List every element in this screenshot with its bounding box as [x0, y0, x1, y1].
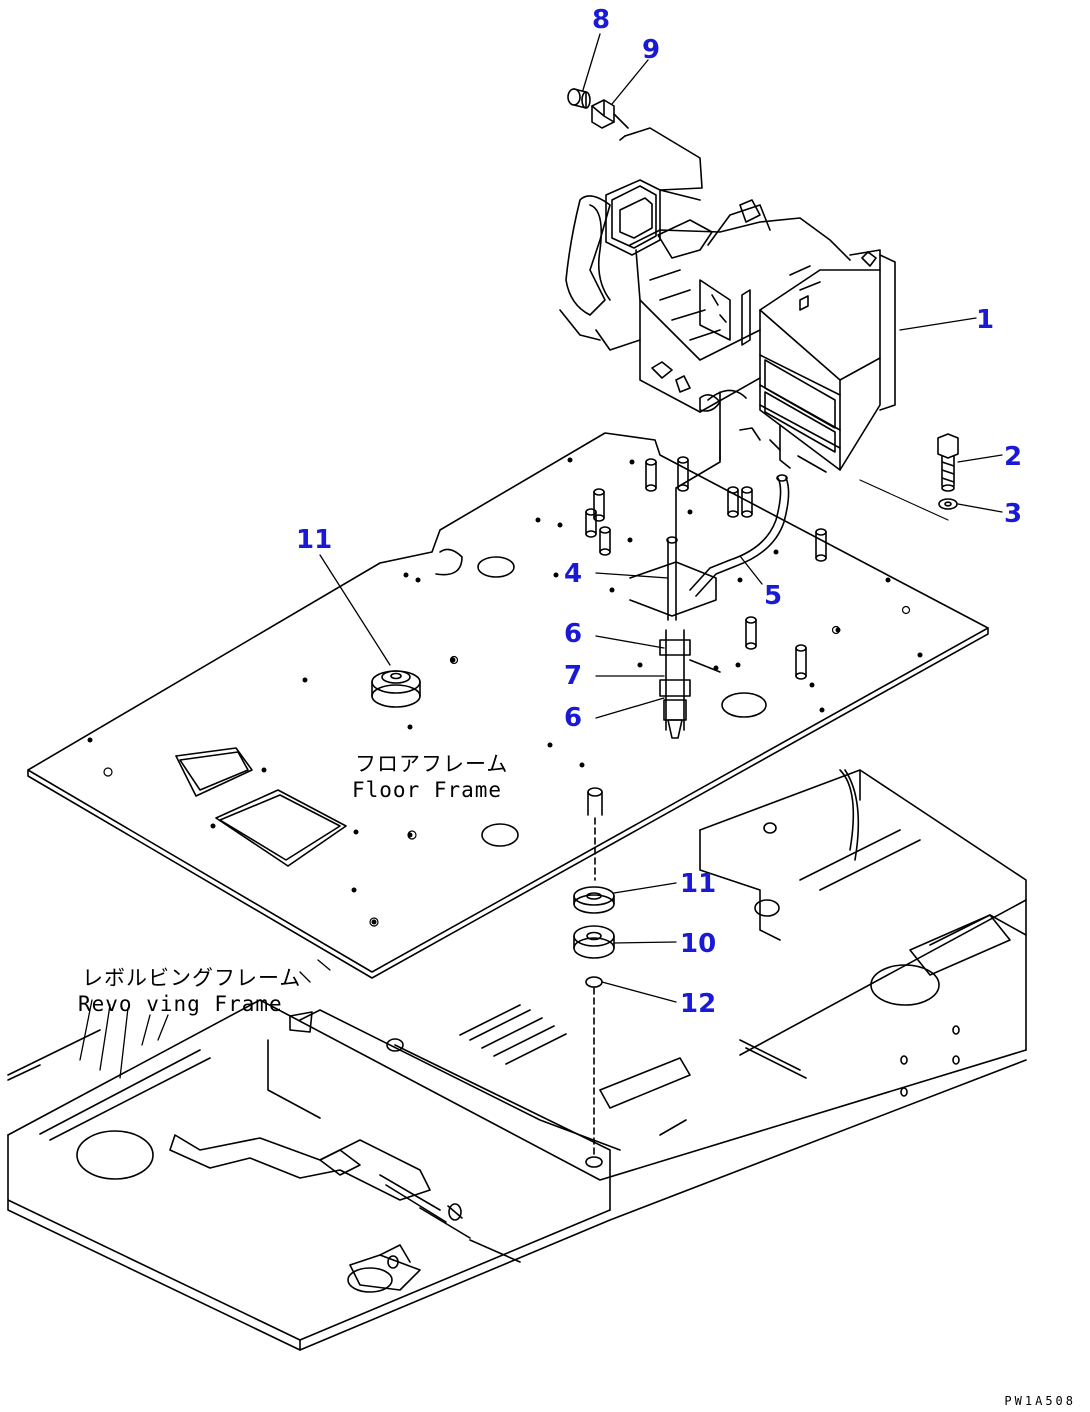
callout-7: 7 [564, 661, 582, 691]
floor-standoffs [585, 456, 827, 680]
drain-valve-assembly [659, 629, 721, 739]
callout-6b: 6 [564, 703, 582, 733]
drawing-code: PW1A508 [1004, 1394, 1076, 1408]
revolving-frame-label-jp: レボルビングフレーム [82, 966, 302, 990]
callout-8: 8 [592, 5, 610, 35]
callout-numbers: 8 9 1 2 3 11 4 5 6 7 6 11 10 12 [296, 5, 1022, 1019]
bolt-guide-line [859, 479, 949, 521]
part-9-nut [591, 99, 629, 129]
revolving-frame-label-en: Revo ving Frame [78, 992, 283, 1016]
callout-11b: 11 [680, 869, 716, 899]
callout-6a: 6 [564, 619, 582, 649]
air-conditioner-unit [559, 127, 896, 471]
part-3-washer [938, 498, 958, 510]
floor-frame-plate [27, 432, 989, 979]
part-8-cap [567, 88, 591, 109]
callout-9: 9 [642, 35, 660, 65]
part-2-bolt [937, 433, 959, 492]
callout-3: 3 [1004, 499, 1022, 529]
revolving-frame [7, 769, 1027, 1351]
callout-4: 4 [564, 559, 582, 589]
callout-1: 1 [976, 305, 994, 335]
floor-frame-label-en: Floor Frame [352, 778, 503, 802]
callout-12: 12 [680, 989, 716, 1019]
floor-frame-hole-rings [103, 605, 911, 927]
isolator-stack [573, 787, 615, 1168]
leader-lines [79, 33, 1003, 1079]
floor-frame-label-jp: フロアフレーム [355, 752, 509, 776]
callout-10: 10 [680, 929, 716, 959]
floor-mount-isolator [371, 670, 421, 708]
floor-frame-holes [87, 457, 923, 925]
drain-hoses [629, 439, 827, 621]
callout-11a: 11 [296, 525, 332, 555]
callout-5: 5 [764, 581, 782, 611]
callout-2: 2 [1004, 442, 1022, 472]
